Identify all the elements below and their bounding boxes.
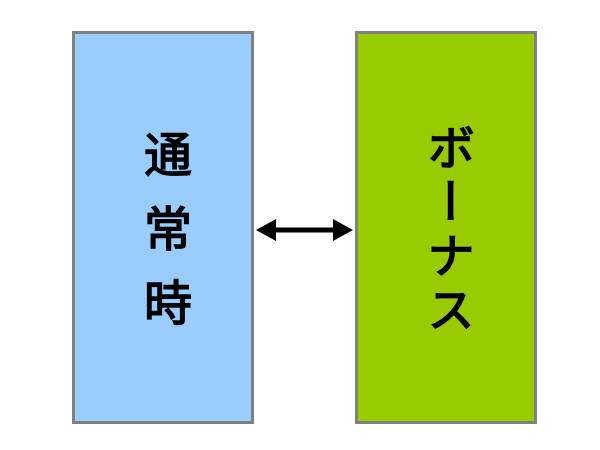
bonus-state-box: ボーナス: [355, 31, 537, 424]
double-arrow-icon: [256, 219, 353, 241]
normal-state-label: 通常時: [135, 129, 191, 352]
normal-state-box: 通常時: [72, 31, 254, 424]
bonus-state-label: ボーナス: [418, 122, 474, 339]
